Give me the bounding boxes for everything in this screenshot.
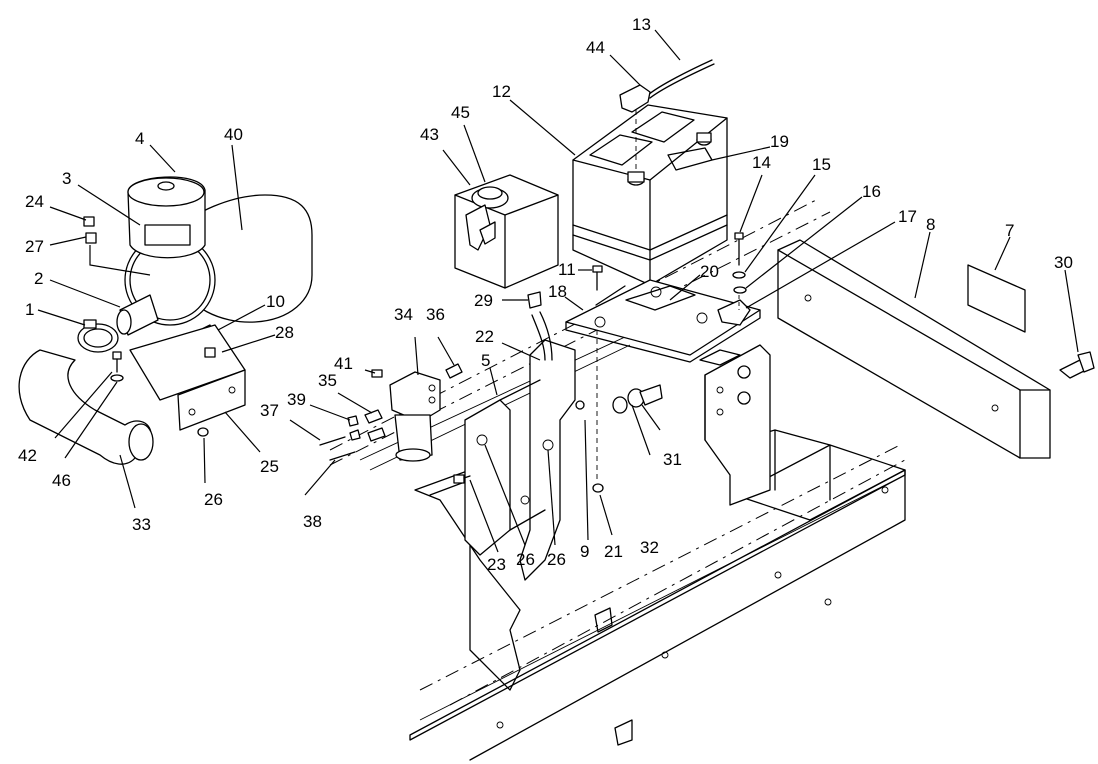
callout-8: 8	[926, 215, 935, 234]
callout-26c: 26	[547, 550, 566, 569]
callout-27: 27	[25, 237, 44, 256]
callout-20: 20	[700, 262, 719, 281]
decal-plate	[967, 264, 1026, 333]
bracket-bolts	[453, 400, 585, 484]
callout-26a: 26	[204, 490, 223, 509]
callout-labels: 1 2 3 4 5 7 8 9 10 11 12 13 14 15 16 17 …	[18, 15, 1073, 574]
callout-42: 42	[18, 446, 37, 465]
callout-28: 28	[275, 323, 294, 342]
callout-12: 12	[492, 82, 511, 101]
callout-41: 41	[334, 354, 353, 373]
callout-13: 13	[632, 15, 651, 34]
callout-4: 4	[135, 129, 144, 148]
callout-18: 18	[548, 282, 567, 301]
air-cleaner-bracket	[129, 324, 246, 437]
callout-44: 44	[586, 38, 605, 57]
rear-beam	[777, 239, 1051, 459]
callout-14: 14	[752, 153, 771, 172]
callout-35: 35	[318, 371, 337, 390]
bolt-11	[592, 265, 603, 291]
callout-10: 10	[266, 292, 285, 311]
coolant-tank	[454, 174, 559, 361]
callout-19: 19	[770, 132, 789, 151]
callout-3: 3	[62, 169, 71, 188]
callout-26b: 26	[516, 550, 535, 569]
callout-46: 46	[52, 471, 71, 490]
callout-30: 30	[1054, 253, 1073, 272]
battery-tray	[565, 279, 761, 363]
callout-33: 33	[132, 515, 151, 534]
battery-cable	[619, 59, 715, 170]
callout-45: 45	[451, 103, 470, 122]
hold-down-bolt	[732, 232, 747, 310]
callout-1: 1	[25, 300, 34, 319]
callout-40: 40	[224, 125, 243, 144]
callout-9: 9	[580, 542, 589, 561]
bolt-30	[1059, 351, 1095, 379]
callout-2: 2	[34, 269, 43, 288]
callout-37: 37	[260, 401, 279, 420]
fuel-fittings	[319, 409, 386, 461]
callout-11: 11	[558, 260, 576, 279]
center-bracket	[464, 330, 604, 581]
callout-22: 22	[475, 327, 494, 346]
right-upright	[699, 344, 771, 506]
callout-16: 16	[862, 182, 881, 201]
callout-5: 5	[481, 351, 490, 370]
callout-21: 21	[604, 542, 623, 561]
callout-17: 17	[898, 207, 917, 226]
callout-36: 36	[426, 305, 445, 324]
callout-34: 34	[394, 305, 413, 324]
callout-32: 32	[640, 538, 659, 557]
callout-25: 25	[260, 457, 279, 476]
callout-38: 38	[303, 512, 322, 531]
battery	[572, 104, 728, 286]
leader-lines	[37, 29, 1079, 553]
fuel-filter	[371, 363, 463, 462]
callout-43: 43	[420, 125, 439, 144]
callout-29: 29	[474, 291, 493, 310]
vacuator-fittings	[83, 216, 97, 244]
callout-23: 23	[487, 555, 506, 574]
bushings	[612, 384, 663, 414]
callout-7: 7	[1005, 221, 1014, 240]
hose-clamp	[77, 319, 124, 382]
callout-15: 15	[812, 155, 831, 174]
air-cleaner	[116, 176, 313, 385]
callout-31: 31	[663, 450, 682, 469]
intake-hose	[18, 349, 154, 465]
callout-39: 39	[287, 390, 306, 409]
callout-24: 24	[25, 192, 44, 211]
